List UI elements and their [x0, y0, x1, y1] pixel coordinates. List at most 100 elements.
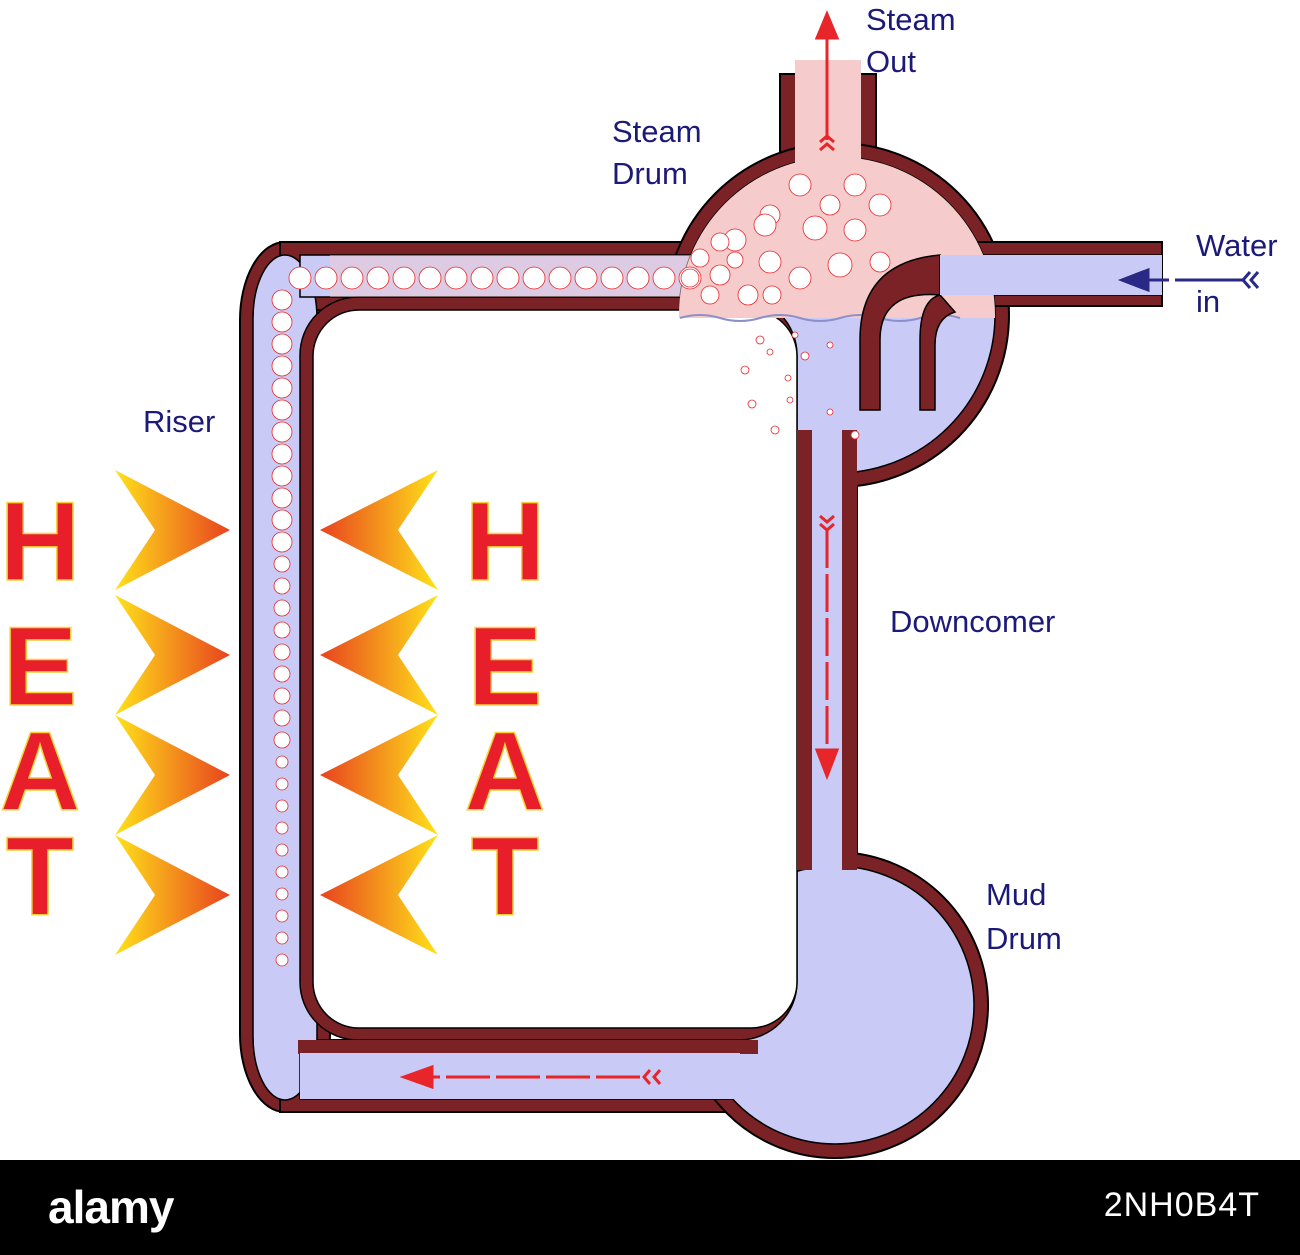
- bubble: [690, 248, 710, 268]
- bubble: [626, 266, 650, 290]
- water-in-arrow: [1117, 267, 1260, 293]
- bubble: [843, 218, 867, 242]
- bubble: [271, 399, 293, 421]
- inlet-baffle-pipe: [859, 254, 941, 411]
- stock-footer: alamy 2NH0B4T: [0, 1160, 1300, 1255]
- bubble: [710, 232, 730, 252]
- bubble: [314, 266, 338, 290]
- heat-letter: H: [465, 479, 546, 604]
- bubble: [755, 335, 765, 345]
- flame-icon: [115, 470, 230, 590]
- label-water-in: Water: [1196, 228, 1278, 263]
- flame-icon: [115, 715, 230, 835]
- bubble: [827, 252, 853, 278]
- bubble: [740, 365, 750, 375]
- bubble: [600, 266, 624, 290]
- label-water-in: in: [1196, 284, 1220, 319]
- bubble: [747, 399, 757, 409]
- bubble: [340, 266, 364, 290]
- bubble: [470, 266, 494, 290]
- bubble: [275, 953, 289, 967]
- bubble: [652, 266, 676, 290]
- bubble: [273, 643, 291, 661]
- label-steam-out: Steam: [866, 2, 956, 37]
- label-downcomer: Downcomer: [890, 604, 1055, 639]
- heat-letter: H: [0, 479, 80, 604]
- bubble: [791, 331, 799, 339]
- bubble: [869, 251, 891, 273]
- flames-right: [320, 470, 438, 955]
- flow-arrows: [399, 10, 840, 1090]
- flames-left: [115, 470, 230, 955]
- bubble: [275, 755, 289, 769]
- bubble: [574, 266, 598, 290]
- bubble: [680, 268, 700, 288]
- bubble: [418, 266, 442, 290]
- bubble: [271, 443, 293, 465]
- bubble: [522, 266, 546, 290]
- bubble: [275, 799, 289, 813]
- bubble: [275, 821, 289, 835]
- bubble: [496, 266, 520, 290]
- heat-letter: T: [6, 814, 74, 939]
- bubble: [762, 285, 782, 305]
- bubble: [850, 430, 860, 440]
- bubble: [709, 264, 731, 286]
- bubble: [766, 348, 774, 356]
- heat-letter: A: [0, 709, 80, 834]
- bubble: [271, 531, 293, 553]
- bubble: [819, 194, 841, 216]
- heat-letter: E: [3, 604, 78, 729]
- bubble: [273, 599, 291, 617]
- bubble: [802, 215, 828, 241]
- bubble: [726, 251, 744, 269]
- heat-letter: T: [471, 814, 539, 939]
- bubble: [770, 425, 780, 435]
- bubble: [288, 266, 312, 290]
- water-surface: [679, 314, 961, 322]
- alamy-logo: alamy: [48, 1181, 174, 1233]
- bubble: [271, 289, 293, 311]
- bubble: [392, 266, 416, 290]
- boiler-circulation-diagram: H E A T H E A T Steam Out Steam Drum Wat…: [0, 2, 1278, 1159]
- image-id: 2NH0B4T: [1103, 1186, 1260, 1224]
- bubble: [826, 341, 834, 349]
- steam-bubbles: [271, 173, 892, 967]
- bubble: [273, 555, 291, 573]
- label-mud-drum: Drum: [986, 921, 1062, 956]
- bubble: [273, 731, 291, 749]
- bubble: [271, 355, 293, 377]
- bubble: [826, 408, 834, 416]
- bubble: [788, 266, 812, 290]
- bubble: [275, 931, 289, 945]
- bubble: [275, 777, 289, 791]
- flame-icon: [115, 835, 230, 955]
- bubble: [273, 665, 291, 683]
- heat-text-left: H E A T: [0, 478, 81, 940]
- bubble: [271, 421, 293, 443]
- label-steam-drum: Drum: [612, 156, 688, 191]
- bubble: [271, 465, 293, 487]
- bubble: [271, 333, 293, 355]
- bubble: [366, 266, 390, 290]
- label-steam-out: Out: [866, 44, 916, 79]
- labels: Steam Out Steam Drum Water in Riser Down…: [143, 2, 1278, 956]
- heat-letter: A: [465, 709, 546, 834]
- bubble: [273, 621, 291, 639]
- bubble: [271, 311, 293, 333]
- bubble: [868, 193, 892, 217]
- bubble: [273, 709, 291, 727]
- heat-text-right: H E A T: [464, 478, 546, 940]
- label-riser: Riser: [143, 404, 215, 439]
- flame-icon: [320, 715, 438, 835]
- bubble: [275, 909, 289, 923]
- bubble: [788, 173, 812, 197]
- bubble: [758, 250, 782, 274]
- bubble: [275, 887, 289, 901]
- bubble: [737, 284, 759, 306]
- bubble: [843, 173, 867, 197]
- flame-icon: [320, 835, 438, 955]
- bubble: [271, 509, 293, 531]
- bubble: [275, 865, 289, 879]
- label-mud-drum: Mud: [986, 877, 1046, 912]
